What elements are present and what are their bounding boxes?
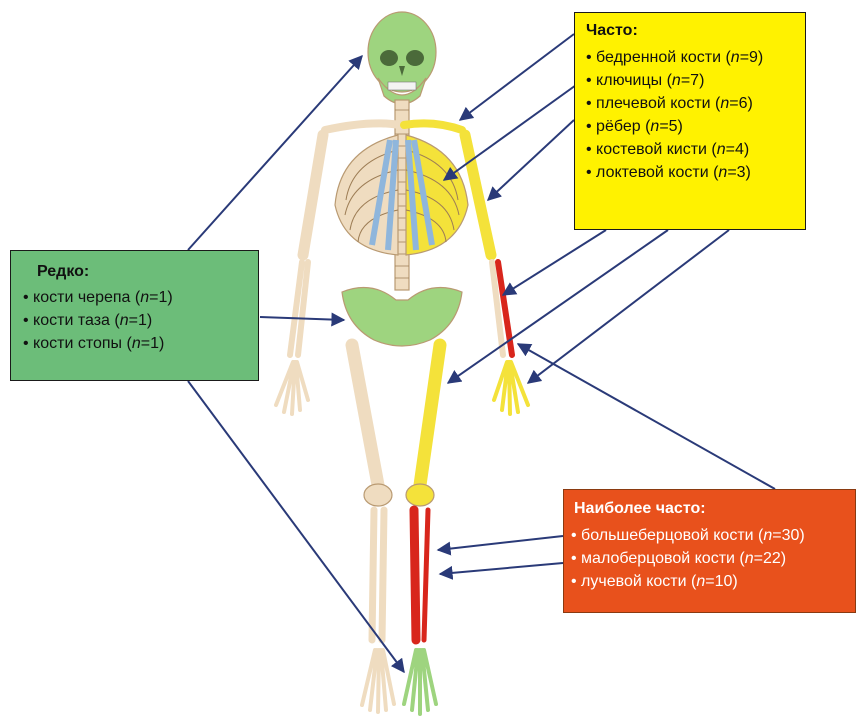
often-item: • рёбер (n=5) <box>586 115 805 138</box>
rare-item: • кости таза (n=1) <box>23 309 258 332</box>
often-item: • локтевой кости (n=3) <box>586 161 805 184</box>
bone-name: кости стопы ( <box>33 335 132 352</box>
n-symbol: n <box>731 49 740 66</box>
knee-left <box>364 484 392 506</box>
most-often-item: • большеберцовой кости (n=30) <box>571 524 855 547</box>
arrow-clavicle <box>460 34 574 120</box>
count: =10) <box>705 573 737 590</box>
n-symbol: n <box>120 312 129 329</box>
most-often-item: • малоберцовой кости (n=22) <box>571 547 855 570</box>
count: =30) <box>772 527 804 544</box>
rare-title: Редко: <box>23 263 258 281</box>
tibia-left <box>372 510 384 640</box>
count: =3) <box>727 164 751 181</box>
count: =4) <box>726 141 750 158</box>
n-symbol: n <box>672 72 681 89</box>
knee-right <box>406 484 434 506</box>
pelvis <box>342 288 462 347</box>
n-symbol: n <box>763 527 772 544</box>
arrow-skull <box>188 56 362 250</box>
n-symbol: n <box>696 573 705 590</box>
most-often-title: Наиболее часто: <box>571 500 855 518</box>
n-symbol: n <box>720 95 729 112</box>
rare-item: • кости черепа (n=1) <box>23 286 258 309</box>
rare-box: Редко: • кости черепа (n=1) • кости таза… <box>10 250 259 381</box>
humerus-left <box>303 135 323 255</box>
count: =1) <box>129 312 153 329</box>
n-symbol: n <box>718 164 727 181</box>
bone-name: локтевой кости ( <box>596 164 718 181</box>
bullet: • <box>571 550 581 567</box>
count: =9) <box>740 49 764 66</box>
often-item: • бедренной кости (n=9) <box>586 46 805 69</box>
foot-right <box>404 650 436 714</box>
bone-name: бедренной кости ( <box>596 49 731 66</box>
most-often-box: Наиболее часто: • большеберцовой кости (… <box>563 489 856 613</box>
hand-right <box>494 362 528 414</box>
forearm-left <box>290 262 308 355</box>
bullet: • <box>571 573 581 590</box>
tibia-right <box>414 510 416 640</box>
humerus-right <box>465 135 491 255</box>
bone-name: костевой кисти ( <box>596 141 717 158</box>
bullet: • <box>586 72 596 89</box>
femur-right <box>420 345 440 485</box>
femur-left <box>352 345 378 485</box>
n-symbol: n <box>717 141 726 158</box>
n-symbol: n <box>132 335 141 352</box>
foot-left <box>362 650 394 712</box>
clavicle-right <box>404 123 462 130</box>
arrow-ulna <box>518 344 775 489</box>
rare-item: • кости стопы (n=1) <box>23 332 258 355</box>
arrow-tibia <box>438 536 563 550</box>
bone-name: ключицы ( <box>596 72 672 89</box>
bullet: • <box>23 312 33 329</box>
bullet: • <box>586 141 596 158</box>
bone-name: малоберцовой кости ( <box>581 550 745 567</box>
bullet: • <box>23 289 33 306</box>
n-symbol: n <box>650 118 659 135</box>
clavicle-left <box>325 123 400 130</box>
skeleton <box>276 12 528 714</box>
most-often-item: • лучевой кости (n=10) <box>571 570 855 593</box>
count: =7) <box>681 72 705 89</box>
bone-name: кости черепа ( <box>33 289 140 306</box>
often-item: • ключицы (n=7) <box>586 69 805 92</box>
often-item: • плечевой кости (n=6) <box>586 92 805 115</box>
count: =1) <box>149 289 173 306</box>
bullet: • <box>586 49 596 66</box>
arrow-fibula <box>440 563 563 574</box>
bone-name: плечевой кости ( <box>596 95 720 112</box>
bullet: • <box>586 95 596 112</box>
arrow-humerus <box>488 120 574 200</box>
fibula-right <box>424 510 428 640</box>
bullet: • <box>23 335 33 352</box>
bullet: • <box>586 164 596 181</box>
often-box: Часто: • бедренной кости (n=9) • ключицы… <box>574 12 806 230</box>
bone-name: кости таза ( <box>33 312 120 329</box>
often-item: • костевой кисти (n=4) <box>586 138 805 161</box>
skull <box>368 12 436 104</box>
arrow-radius <box>503 230 606 295</box>
n-symbol: n <box>745 550 754 567</box>
hand-left <box>276 362 308 414</box>
bone-name: рёбер ( <box>596 118 650 135</box>
count: =22) <box>754 550 786 567</box>
count: =6) <box>729 95 753 112</box>
bullet: • <box>586 118 596 135</box>
often-title: Часто: <box>586 22 805 40</box>
bone-name: большеберцовой кости ( <box>581 527 763 544</box>
count: =1) <box>141 335 165 352</box>
n-symbol: n <box>140 289 149 306</box>
count: =5) <box>659 118 683 135</box>
bullet: • <box>571 527 581 544</box>
bone-name: лучевой кости ( <box>581 573 696 590</box>
